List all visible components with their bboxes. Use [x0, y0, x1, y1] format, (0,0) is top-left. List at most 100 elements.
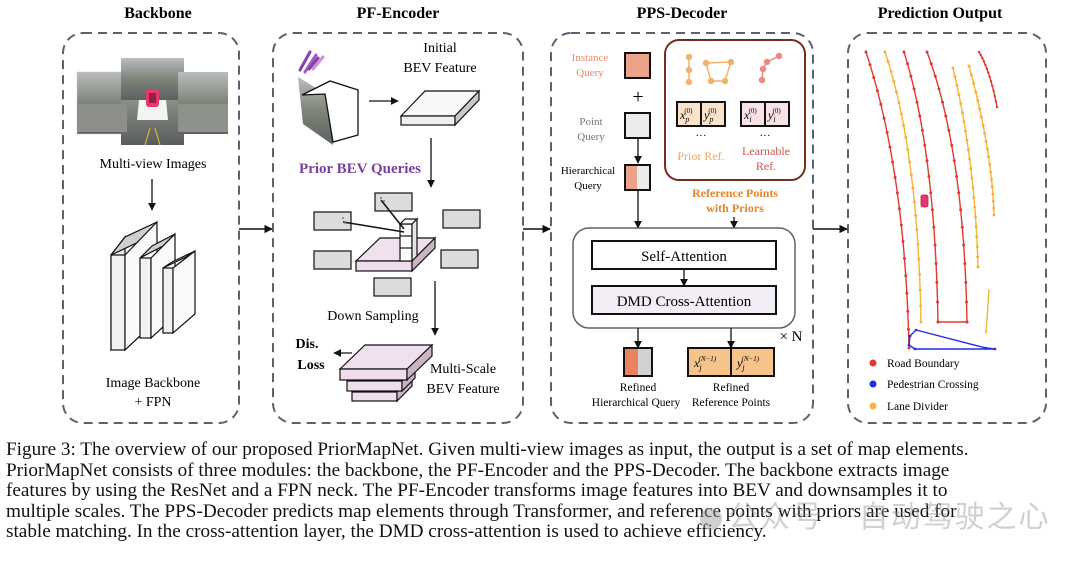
learn-ellipsis: ···	[760, 130, 771, 142]
road-boundary-line-vertex	[882, 116, 886, 120]
lane-divider-line-vertex	[969, 166, 973, 170]
road-boundary-line-vertex	[984, 63, 987, 67]
lane-divider-line-vertex	[915, 228, 919, 232]
road-boundary-line-vertex	[935, 281, 939, 285]
initial-bev-feature-block	[399, 89, 481, 127]
pf-encoder-title: PF-Encoder	[357, 5, 440, 22]
road-boundary-line-vertex	[936, 300, 940, 304]
lane-divider-line-vertex	[889, 69, 893, 73]
road-boundary-line-vertex	[912, 87, 916, 91]
lane-divider-line-vertex	[955, 84, 959, 88]
lane-divider-line-vertex	[974, 225, 978, 229]
dmd-cross-attention-label: DMD Cross-Attention	[617, 294, 752, 310]
prior-y-superscript: (0)	[708, 107, 717, 115]
instance-query-label-2: Query	[576, 67, 604, 79]
road-boundary-line-vertex	[895, 191, 899, 195]
road-boundary-line-vertex	[902, 50, 906, 54]
lane-divider-line-vertex	[992, 206, 996, 210]
lane-divider-line-vertex	[989, 170, 993, 174]
road-boundary-line-vertex	[885, 131, 889, 135]
lane-divider-line	[952, 67, 979, 268]
refined-hier-label-2: Hierarchical Query	[592, 397, 681, 409]
road-boundary-line-vertex	[965, 320, 969, 324]
pedestrian-crossing-line-vertex	[984, 346, 988, 350]
road-boundary-line-vertex	[899, 223, 903, 227]
prior-y-subscript: p	[708, 115, 713, 124]
lane-divider-line-vertex	[989, 177, 993, 181]
lane-divider-line-vertex	[899, 112, 903, 116]
pedestrian-crossing-line-vertex	[913, 347, 917, 351]
road-boundary-line	[926, 51, 968, 323]
lane-divider-line-vertex	[978, 107, 982, 111]
lane-divider-line-vertex	[909, 173, 913, 177]
road-boundary-line-vertex	[963, 262, 967, 266]
figure-caption: Figure 3: The overview of our proposed P…	[6, 439, 1076, 543]
road-boundary-line-vertex	[995, 105, 999, 109]
point-query-label-1: Point	[579, 116, 602, 128]
lane-divider-line-vertex	[912, 200, 916, 204]
road-boundary-line-vertex	[962, 243, 966, 247]
legend-label: Lane Divider	[887, 401, 948, 413]
lane-divider-line-vertex	[918, 272, 922, 276]
legend-item-lane-divider: Lane Divider	[869, 401, 948, 413]
road-boundary-line-vertex	[901, 240, 905, 244]
lane-divider-line-vertex	[914, 214, 918, 218]
road-boundary-line-vertex	[960, 225, 964, 229]
prior-ref-coords: xp(0) yp(0)	[676, 101, 726, 127]
legend-label: Road Boundary	[887, 358, 960, 370]
refined-y-superscript: (N−1)	[742, 355, 760, 363]
road-boundary-line-vertex	[906, 327, 910, 331]
query-box	[313, 250, 352, 270]
initial-bev-label-1: Initial	[423, 41, 457, 56]
lane-divider-line-vertex	[883, 50, 887, 54]
lane-divider-line-vertex	[904, 135, 908, 139]
lane-divider-line-vertex	[964, 129, 968, 133]
pps-decoder-title: PPS-Decoder	[637, 5, 728, 22]
lane-divider-line-vertex	[973, 205, 977, 209]
road-boundary-line-vertex	[957, 191, 961, 195]
refined-x-subscript: j	[698, 363, 702, 372]
multi-view-images	[76, 58, 228, 146]
prior-shape-icons	[685, 53, 735, 86]
lane-divider-line-vertex	[966, 148, 970, 152]
road-boundary-line-vertex	[879, 102, 883, 106]
query-box	[374, 192, 413, 212]
road-boundary-line	[978, 51, 998, 108]
road-boundary-line-vertex	[977, 50, 981, 54]
caption-line: PriorMapNet consists of three modules: t…	[6, 459, 950, 481]
plus-sign: +	[632, 86, 643, 108]
lane-divider-line-vertex	[965, 138, 969, 142]
refined-ref-label-1: Refined	[713, 382, 750, 394]
road-boundary-line-vertex	[982, 60, 986, 63]
road-boundary-line-vertex	[979, 53, 982, 57]
lane-divider-line-vertex	[976, 255, 980, 259]
lane-divider-line-vertex	[975, 245, 979, 249]
road-boundary-line-vertex	[925, 159, 929, 163]
lane-divider-line-vertex	[908, 160, 912, 164]
road-boundary-line-vertex	[933, 243, 937, 247]
lane-divider-line-vertex	[962, 120, 966, 124]
lane-divider-line-vertex	[968, 157, 972, 161]
point-query-label-2: Query	[577, 131, 605, 143]
refined-reference-points-box: xj(N−1) yj(N−1)	[687, 347, 775, 377]
road-boundary-line-vertex	[907, 346, 911, 350]
road-boundary-line-vertex	[906, 62, 910, 66]
repeat-n-label: × N	[779, 329, 802, 345]
ego-vehicle-icon	[920, 194, 929, 208]
road-boundary-line-vertex	[920, 128, 924, 132]
lane-divider-line-vertex	[951, 66, 955, 70]
prediction-panel	[847, 32, 1047, 424]
self-attention-label: Self-Attention	[641, 249, 727, 265]
road-boundary-line-vertex	[965, 300, 969, 304]
lane-divider-line-vertex	[991, 199, 995, 203]
refined-hier-label-1: Refined	[620, 382, 657, 394]
lane-divider-line-vertex	[984, 139, 988, 143]
dis-loss-label-2: Loss	[297, 358, 325, 373]
instance-query-label-1: Instance	[572, 52, 609, 64]
legend-item-pedestrian-crossing: Pedestrian Crossing	[869, 379, 979, 391]
lane-divider-line-vertex	[918, 288, 922, 292]
learn-x-subscript: i	[749, 115, 751, 124]
hier-query-label-2: Query	[574, 180, 602, 192]
lane-divider-line-vertex	[988, 289, 990, 291]
refined-y-subscript: j	[741, 363, 745, 372]
